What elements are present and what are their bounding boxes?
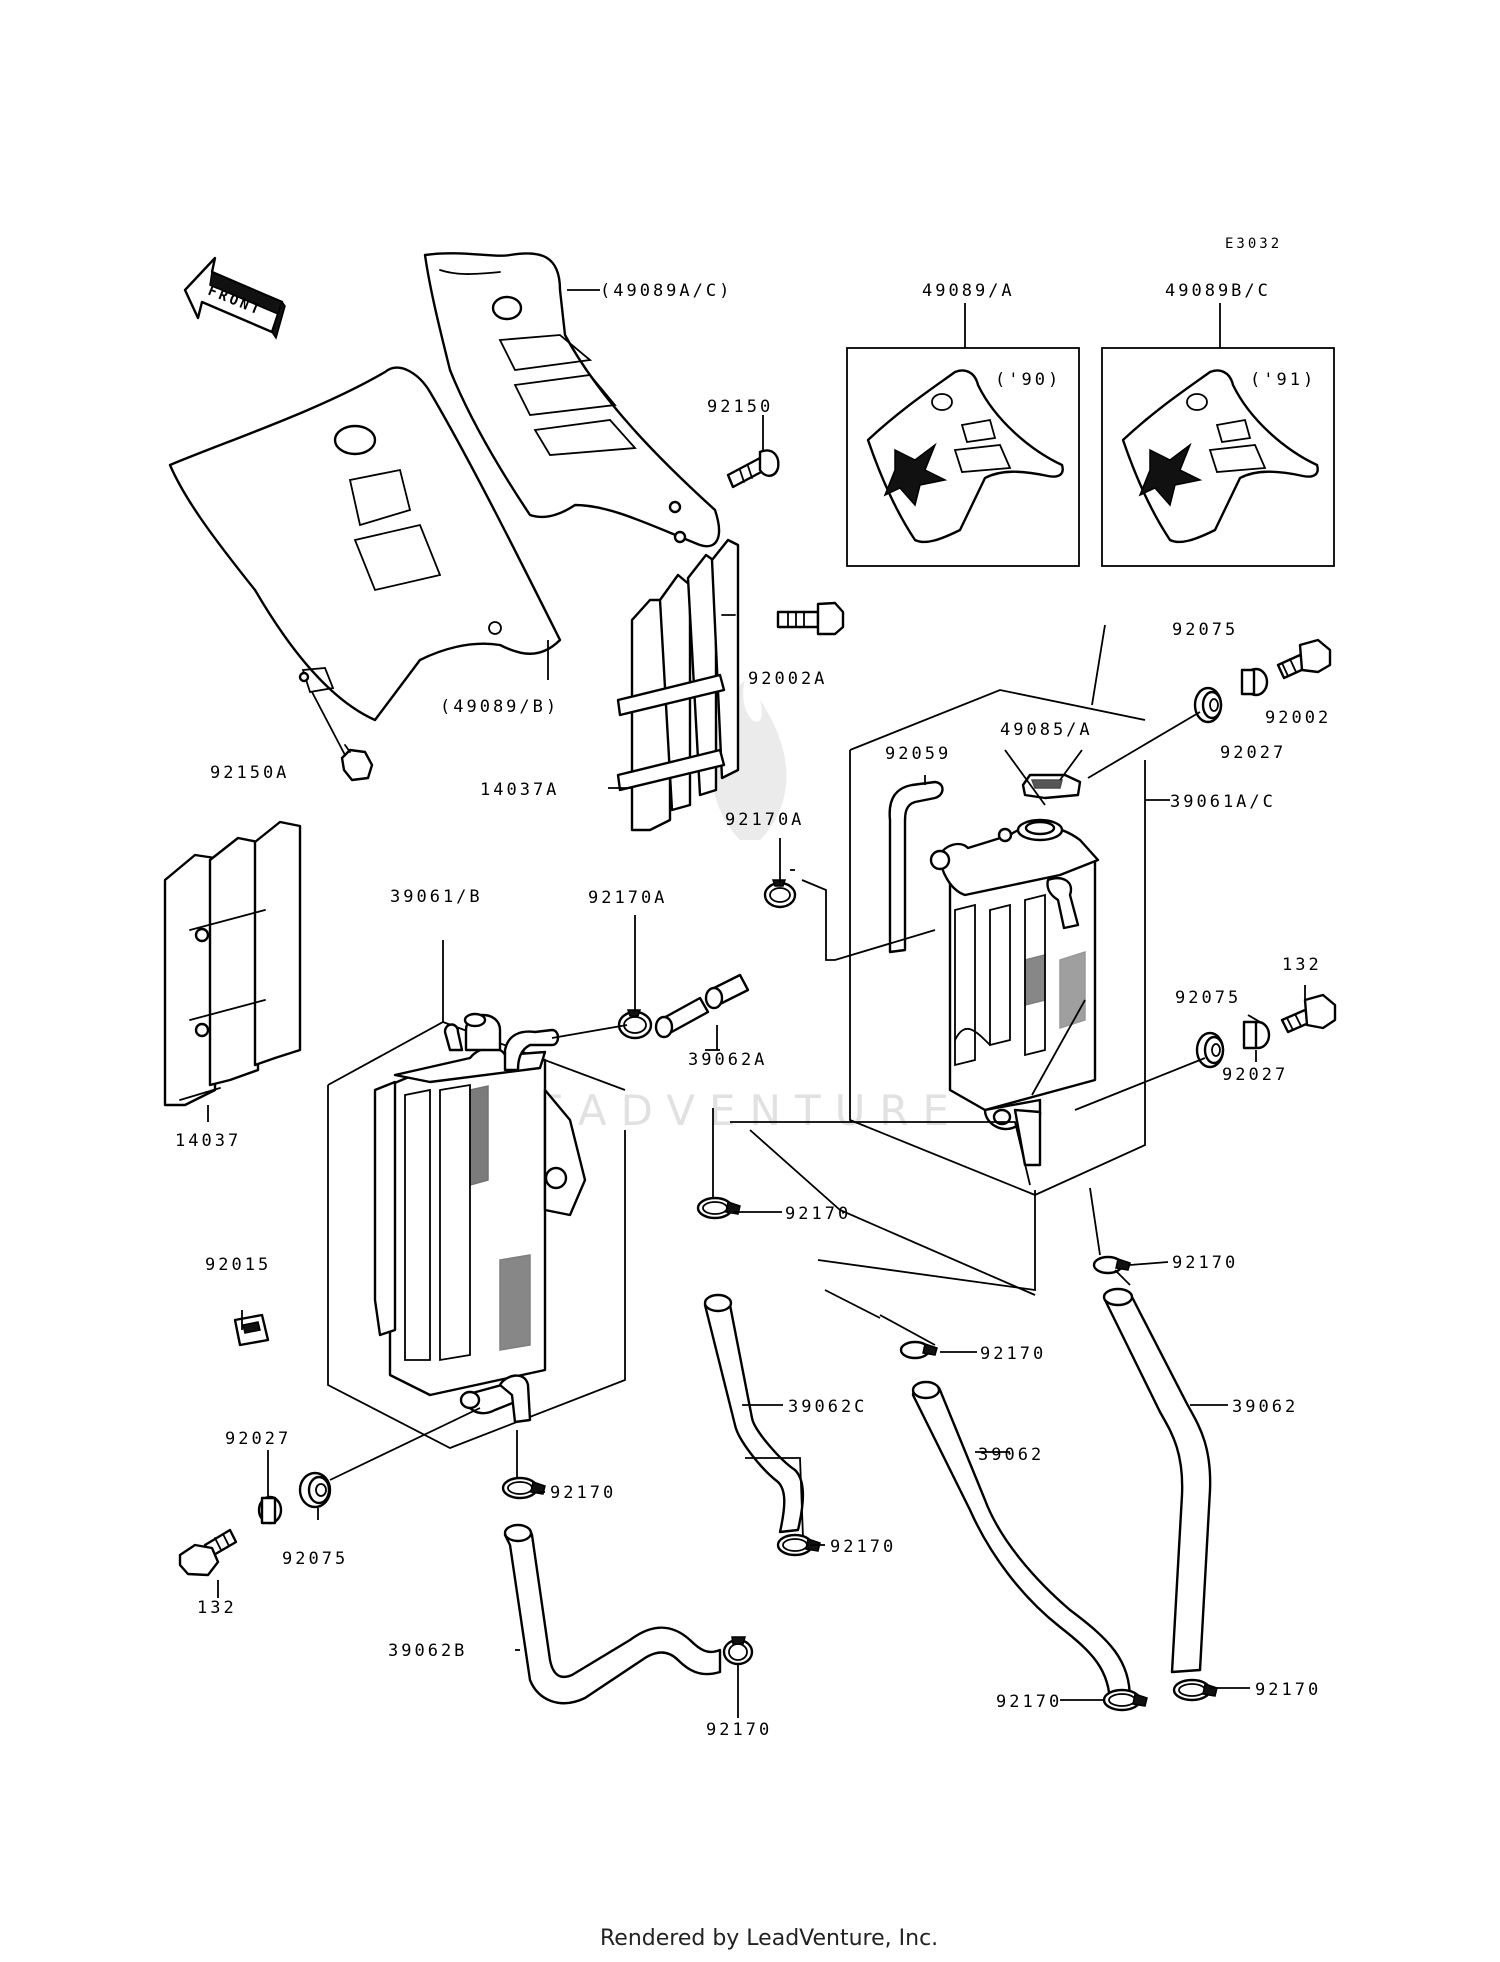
label-92170-8: 92170 xyxy=(1255,1680,1321,1700)
label-132-bottom: 132 xyxy=(197,1598,237,1618)
label-92170a-left: 92170A xyxy=(588,888,667,908)
clamp-92170-7 xyxy=(1102,1688,1148,1712)
label-92170-1: 92170 xyxy=(785,1204,851,1224)
label-92075-top: 92075 xyxy=(1172,620,1238,640)
clamp-92170-8 xyxy=(1172,1678,1218,1702)
clamp-92170-2 xyxy=(899,1340,938,1360)
grommet-92075-mid xyxy=(1195,1031,1225,1069)
bolt-92150a xyxy=(340,744,374,782)
sticker-box-90: ('90) xyxy=(846,347,1080,567)
label-92150a: 92150A xyxy=(210,763,289,783)
radiator-39061-ac xyxy=(929,818,1100,1167)
label-92170-3: 92170 xyxy=(1172,1253,1238,1273)
label-39062a: 39062A xyxy=(688,1050,767,1070)
clamp-92170-1 xyxy=(696,1196,741,1220)
bolt-132-bottom xyxy=(178,1528,238,1577)
label-49085a: 49085/A xyxy=(1000,720,1093,740)
clamp-92170-6 xyxy=(722,1636,754,1666)
label-49089bc: 49089B/C xyxy=(1165,281,1271,301)
sticker-year-91: ('91) xyxy=(1250,370,1316,390)
part-labels: (49089A/C) 49089/A 49089B/C 92150 92002A… xyxy=(175,281,1331,1740)
sticker-year-90: ('90) xyxy=(995,370,1061,390)
hose-39062a xyxy=(654,973,750,1039)
bolt-92150 xyxy=(726,449,780,489)
label-39062c: 39062C xyxy=(788,1397,867,1417)
footer-credit: Rendered by LeadVenture, Inc. xyxy=(600,1926,938,1951)
shroud-49089-ac xyxy=(423,252,721,548)
label-92002a: 92002A xyxy=(748,669,827,689)
clamp-92170-4 xyxy=(501,1476,546,1500)
label-92075-bottom: 92075 xyxy=(282,1549,348,1569)
cap-49085-a xyxy=(1021,773,1082,800)
clamp-92170a-right xyxy=(763,879,797,909)
hose-92059 xyxy=(888,780,944,954)
label-39062-right: 39062 xyxy=(1232,1397,1298,1417)
radiator-39061-b xyxy=(373,1012,587,1424)
label-92170-5: 92170 xyxy=(830,1537,896,1557)
radiator-guard-14037 xyxy=(163,820,302,1107)
grommet-92075-bottom xyxy=(298,1471,332,1509)
label-92150: 92150 xyxy=(707,397,773,417)
label-92015: 92015 xyxy=(205,1255,271,1275)
label-39061ac: 39061A/C xyxy=(1170,792,1276,812)
label-92170a-right: 92170A xyxy=(725,810,804,830)
label-92027-bottom: 92027 xyxy=(225,1429,291,1449)
label-92170-7: 92170 xyxy=(996,1692,1062,1712)
watermark: LEADVENTURE xyxy=(500,680,963,1135)
front-arrow: FRONT xyxy=(183,256,286,340)
bolt-92002a xyxy=(776,601,845,636)
leader-lines xyxy=(207,289,1306,1718)
hose-39062c xyxy=(703,1293,805,1534)
label-92027-top: 92027 xyxy=(1220,743,1286,763)
label-14037: 14037 xyxy=(175,1131,241,1151)
label-49089ac: (49089A/C) xyxy=(600,281,732,301)
hose-39062-middle xyxy=(911,1380,1132,1707)
label-92002: 92002 xyxy=(1265,708,1331,728)
clamp-92170a-left xyxy=(617,1009,653,1040)
bolt-92002 xyxy=(1276,638,1332,680)
bolt-132-top xyxy=(1280,993,1337,1034)
label-92075-mid: 92075 xyxy=(1175,988,1241,1008)
label-14037a: 14037A xyxy=(480,780,559,800)
hose-39062b xyxy=(503,1523,722,1705)
label-132-top: 132 xyxy=(1282,955,1322,975)
label-92170-6: 92170 xyxy=(706,1720,772,1740)
collar-92027-mid xyxy=(1242,1020,1271,1050)
label-39062-middle: 39062 xyxy=(978,1445,1044,1465)
sticker-box-91: ('91) xyxy=(1101,347,1335,567)
collar-92027-bottom xyxy=(257,1495,283,1525)
watermark-text: LEADVENTURE xyxy=(500,1086,963,1135)
hose-39062-right xyxy=(1102,1287,1212,1674)
label-92059: 92059 xyxy=(885,744,951,764)
clamp-92170-3 xyxy=(1092,1255,1131,1275)
grommet-92075-top xyxy=(1193,686,1223,724)
diagram-code: E3032 xyxy=(1225,236,1282,252)
label-92170-2: 92170 xyxy=(980,1344,1046,1364)
label-39061b: 39061/B xyxy=(390,887,483,907)
label-92170-4: 92170 xyxy=(550,1483,616,1503)
radiator-guard-14037a xyxy=(616,538,740,832)
label-49089b: (49089/B) xyxy=(440,697,559,717)
clip-92015 xyxy=(233,1313,270,1347)
label-49089a: 49089/A xyxy=(922,281,1015,301)
shroud-49089-b xyxy=(168,366,562,722)
label-39062b: 39062B xyxy=(388,1641,467,1661)
label-92027-mid: 92027 xyxy=(1222,1065,1288,1085)
collar-92027-top xyxy=(1240,667,1269,697)
